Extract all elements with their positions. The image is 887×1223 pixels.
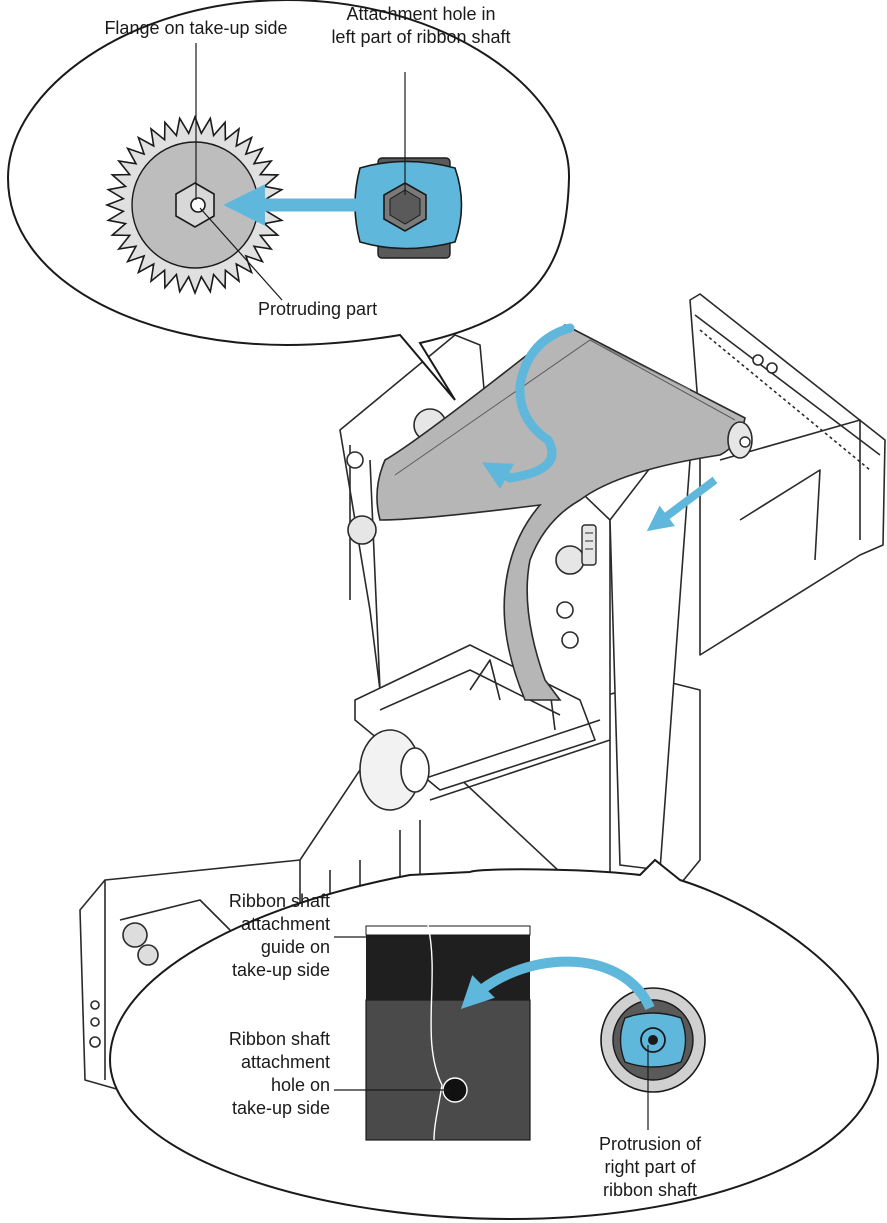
label-hole-4: take-up side xyxy=(232,1098,330,1118)
label-protruding: Protruding part xyxy=(258,299,377,319)
hex-hole-icon xyxy=(354,157,463,259)
label-flange: Flange on take-up side xyxy=(104,18,287,38)
open-cover xyxy=(689,293,886,656)
ink-ribbon xyxy=(376,324,746,701)
label-guide-2: attachment xyxy=(241,914,330,934)
label-hole-1: Ribbon shaft xyxy=(229,1029,330,1049)
label-hole-3: hole on xyxy=(271,1075,330,1095)
flange-gear-icon xyxy=(104,114,286,296)
loading-path-arrow xyxy=(481,323,575,489)
label-guide-1: Ribbon shaft xyxy=(229,891,330,911)
shaft-protrusion-icon xyxy=(600,987,706,1093)
label-protrusion-2: right part of xyxy=(604,1157,696,1177)
label-protrusion-3: ribbon shaft xyxy=(603,1180,697,1200)
label-guide-4: take-up side xyxy=(232,960,330,980)
label-hole-line2: left part of ribbon shaft xyxy=(331,27,510,47)
feed-direction-arrow xyxy=(646,476,718,532)
curved-arrow-icon xyxy=(460,956,655,1011)
label-hole-2: attachment xyxy=(241,1052,330,1072)
label-guide-3: guide on xyxy=(261,937,330,957)
label-protrusion-1: Protrusion of xyxy=(599,1134,702,1154)
label-hole-line1: Attachment hole in xyxy=(346,4,495,24)
attachment-plate xyxy=(365,924,531,1141)
